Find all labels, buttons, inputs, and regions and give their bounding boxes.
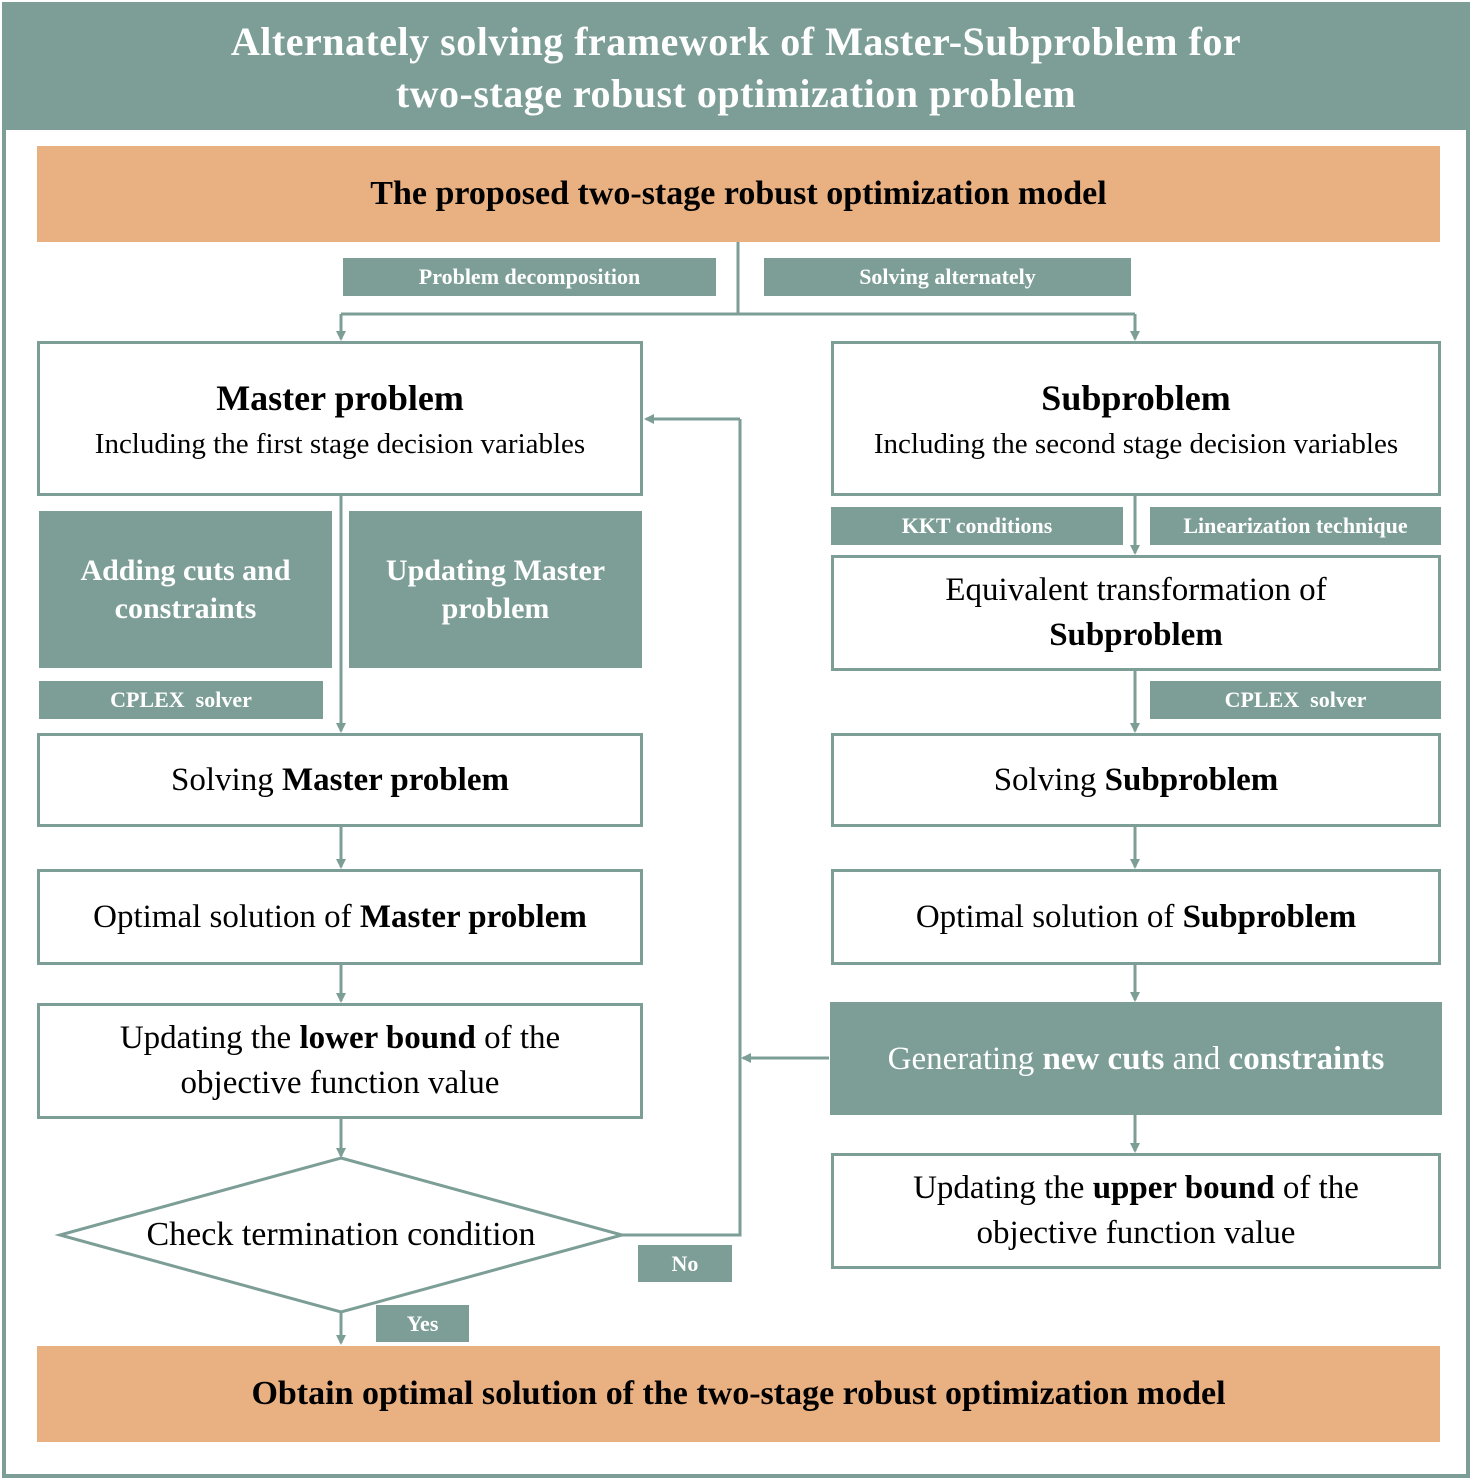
tag-problem-decomposition: Problem decomposition xyxy=(343,258,716,296)
updating-master-box: Updating Master problem xyxy=(349,511,642,668)
optimal-sub-bold: Subproblem xyxy=(1182,898,1357,935)
solving-master-box: Solving Master problem xyxy=(37,733,643,827)
upper-bold: upper bound xyxy=(1092,1170,1275,1206)
gen-pre: Generating xyxy=(887,1040,1043,1077)
optimal-master-bold: Master problem xyxy=(359,898,587,935)
tag-no: No xyxy=(638,1245,732,1282)
diagram-title: Alternately solving framework of Master-… xyxy=(2,2,1470,130)
solving-master-pre: Solving xyxy=(171,761,282,798)
solving-sub-pre: Solving xyxy=(993,761,1105,798)
tag-yes: Yes xyxy=(376,1305,469,1342)
solving-master-bold: Master problem xyxy=(281,761,509,798)
gen-mid: and xyxy=(1164,1040,1229,1077)
adding-cuts-line1: Adding cuts and xyxy=(80,553,291,587)
title-line-2: two-stage robust optimization problem xyxy=(395,71,1077,116)
updating-master-line1: Updating Master xyxy=(385,553,606,587)
adding-cuts-line2: constraints xyxy=(114,591,257,625)
tag-linearization: Linearization technique xyxy=(1150,507,1441,545)
no-feedback-line xyxy=(622,419,742,1237)
lower-bold: lower bound xyxy=(299,1020,476,1056)
updating-master-line2: problem xyxy=(441,591,550,625)
gen-bold2: constraints xyxy=(1228,1040,1385,1077)
tag-kkt: KKT conditions xyxy=(831,507,1123,545)
generating-cuts-box: Generating new cuts and constraints xyxy=(830,1002,1442,1115)
lower-post: of the xyxy=(475,1020,561,1056)
lower-pre: Updating the xyxy=(119,1020,300,1056)
lower-bound-box: Updating the lower bound of the objectiv… xyxy=(37,1003,643,1119)
subproblem-desc: Including the second stage decision vari… xyxy=(873,427,1399,460)
equiv-bold: Subproblem xyxy=(1049,617,1223,653)
equivalent-transformation-box: Equivalent transformation of Subproblem xyxy=(831,555,1441,671)
tag-cplex-right: CPLEX solver xyxy=(1150,681,1441,719)
upper-bound-box: Updating the upper bound of the objectiv… xyxy=(831,1153,1441,1269)
optimal-sub-pre: Optimal solution of xyxy=(915,898,1183,935)
optimal-master-pre: Optimal solution of xyxy=(93,898,360,935)
tag-solving-alternately: Solving alternately xyxy=(764,258,1131,296)
adding-cuts-box: Adding cuts and constraints xyxy=(39,511,332,668)
master-problem-box: Master problem Including the first stage… xyxy=(37,341,643,496)
equiv-line1: Equivalent transformation of xyxy=(945,572,1327,608)
solving-subproblem-box: Solving Subproblem xyxy=(831,733,1441,827)
subproblem-box: Subproblem Including the second stage de… xyxy=(831,341,1441,496)
solving-sub-bold: Subproblem xyxy=(1104,761,1279,798)
lower-line2: objective function value xyxy=(180,1065,500,1101)
final-box: Obtain optimal solution of the two-stage… xyxy=(37,1346,1440,1442)
check-termination-text: Check termination condition xyxy=(146,1216,536,1253)
gen-bold1: new cuts xyxy=(1042,1040,1165,1077)
title-line-1: Alternately solving framework of Master-… xyxy=(230,19,1242,64)
upper-line2: objective function value xyxy=(976,1215,1296,1251)
check-diamond xyxy=(54,1156,628,1314)
subproblem-title: Subproblem xyxy=(1041,377,1231,418)
optimal-master-box: Optimal solution of Master problem xyxy=(37,869,643,965)
master-problem-desc: Including the first stage decision varia… xyxy=(94,427,586,460)
master-problem-title: Master problem xyxy=(216,377,464,418)
upper-pre: Updating the xyxy=(913,1170,1093,1206)
tag-cplex-left: CPLEX solver xyxy=(39,681,323,719)
optimal-subproblem-box: Optimal solution of Subproblem xyxy=(831,869,1441,965)
model-box: The proposed two-stage robust optimizati… xyxy=(37,146,1440,242)
upper-post: of the xyxy=(1274,1170,1359,1206)
